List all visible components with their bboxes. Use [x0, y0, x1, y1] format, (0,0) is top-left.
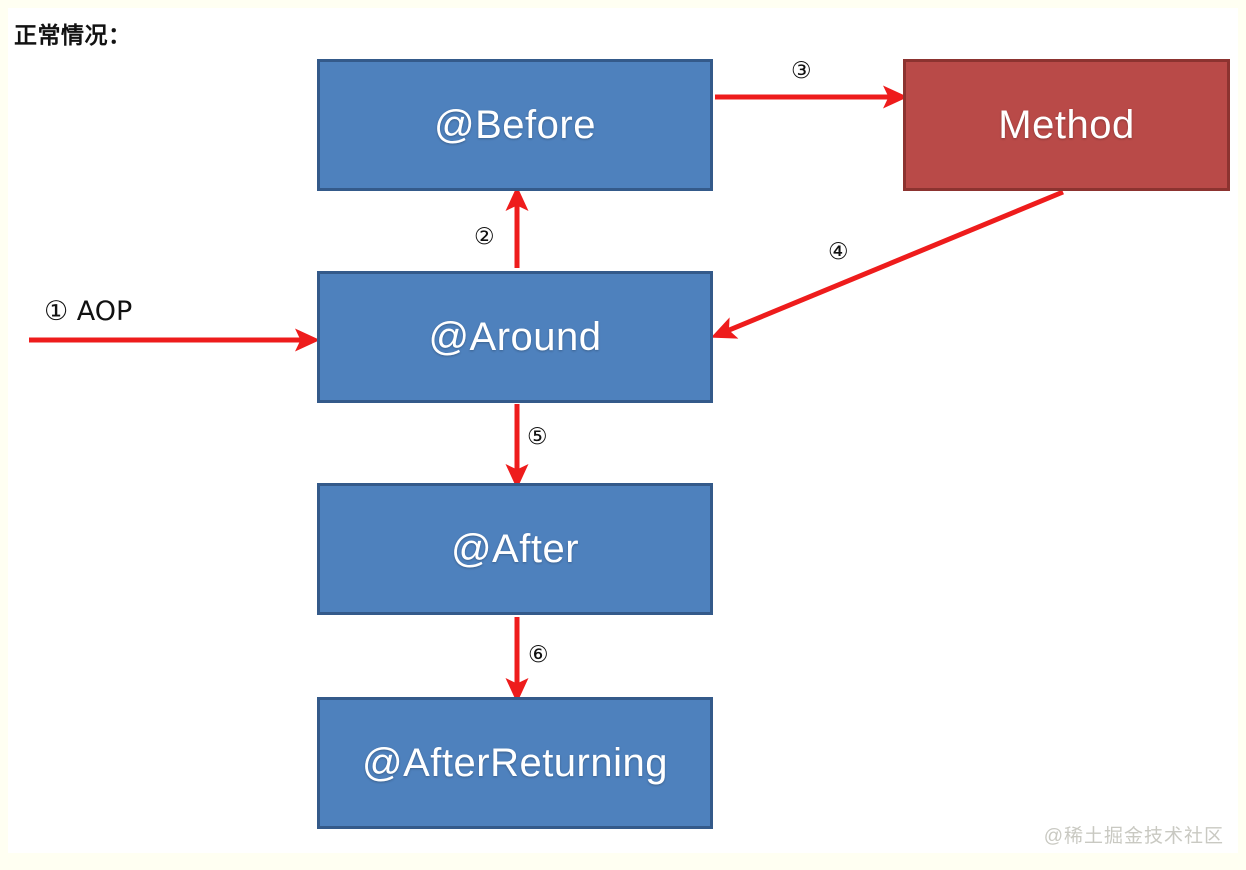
- node-before[interactable]: @Before: [317, 59, 713, 191]
- edge-label-step-5: ⑤: [527, 424, 548, 450]
- node-before-label: @Before: [434, 102, 596, 147]
- page-title: 正常情况：: [14, 22, 132, 48]
- node-around[interactable]: @Around: [317, 271, 713, 403]
- edge-label-step-6: ⑥: [528, 642, 549, 668]
- edge-label-step-2: ②: [474, 224, 495, 250]
- edge-label-step-4: ④: [828, 239, 849, 265]
- edge-label-step-3: ③: [791, 58, 812, 84]
- node-after-returning[interactable]: @AfterReturning: [317, 697, 713, 829]
- node-method[interactable]: Method: [903, 59, 1230, 191]
- edge-label-entry-aop: ① AOP: [44, 296, 133, 327]
- node-around-label: @Around: [428, 314, 602, 359]
- node-method-label: Method: [998, 102, 1135, 147]
- node-after[interactable]: @After: [317, 483, 713, 615]
- watermark: @稀土掘金技术社区: [1043, 826, 1224, 847]
- node-after-returning-label: @AfterReturning: [361, 740, 668, 785]
- node-after-label: @After: [450, 526, 580, 571]
